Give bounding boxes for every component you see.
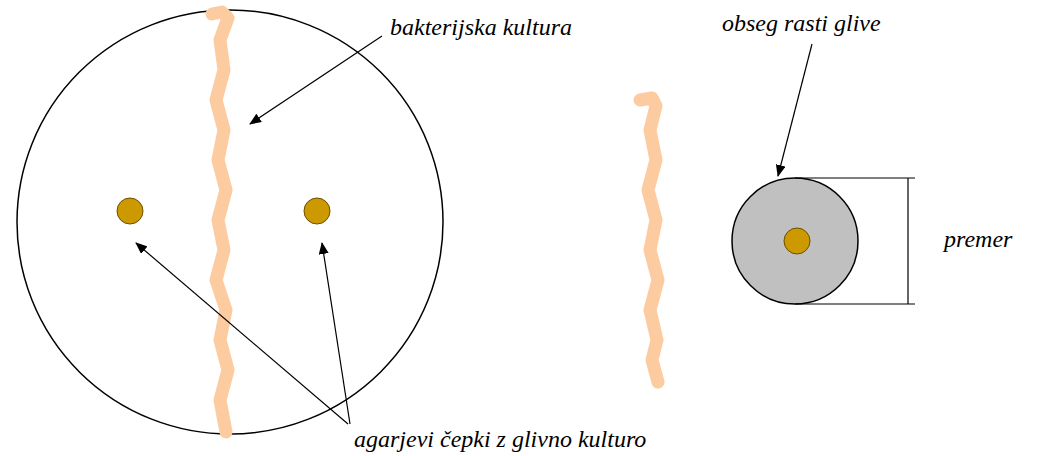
plug-label: agarjevi čepki z glivno kulturo	[354, 426, 646, 452]
dimension-line	[795, 177, 915, 178]
dimension-line	[907, 178, 908, 304]
leader-arrow	[250, 36, 382, 124]
dimension-label: premer	[944, 226, 1012, 252]
growth-label: obseg rasti glive	[722, 10, 881, 36]
culture-label: bakterijska kultura	[390, 14, 572, 40]
leader-arrow	[322, 243, 350, 424]
fungal-growth	[732, 178, 858, 304]
agar-plug	[784, 228, 810, 254]
leader-arrow	[136, 243, 348, 424]
leader-arrow	[778, 44, 812, 176]
agar-plug	[304, 198, 330, 224]
dimension-line	[795, 303, 915, 304]
agar-plug	[117, 198, 143, 224]
bacterial-streak	[640, 98, 658, 382]
bacterial-streak	[212, 12, 228, 432]
petri-dish	[17, 10, 443, 434]
